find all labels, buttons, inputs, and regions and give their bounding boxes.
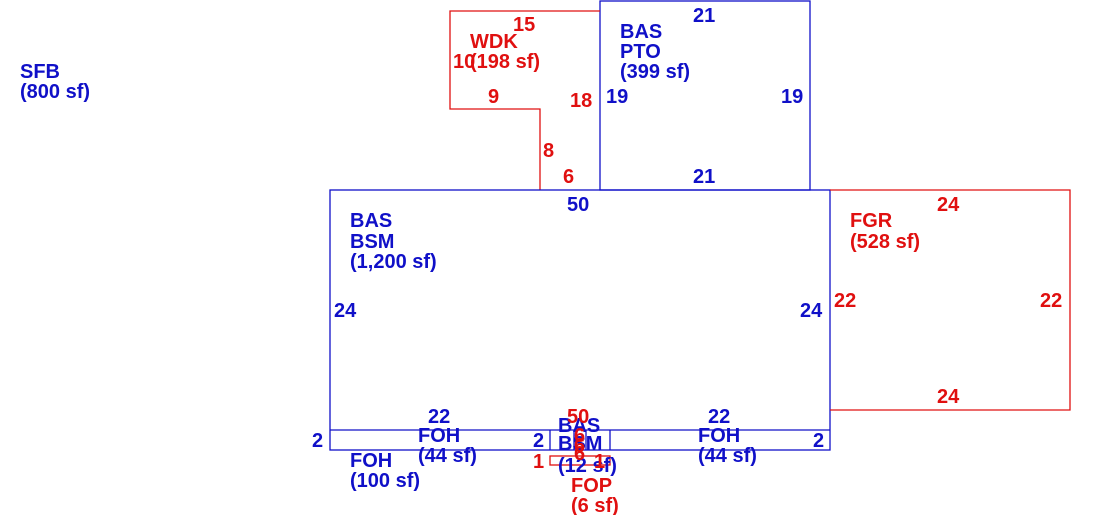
dim-strip-right: 2 [813, 430, 824, 452]
dim-pto-bottom: 21 [693, 166, 715, 188]
dim-fgr-right: 22 [1040, 290, 1062, 312]
dim-fgr-left: 22 [834, 290, 856, 312]
wdk-code: WDK [470, 31, 518, 53]
foh-left-code: FOH [418, 425, 460, 447]
bsm-code1: BAS [350, 210, 392, 232]
bas-small-area: (12 sf) [558, 455, 617, 477]
dim-small-b: 6 [574, 435, 585, 457]
bsm-code2: BSM [350, 231, 394, 253]
bas-small-code2: BSM [558, 433, 602, 455]
dim-fop-left: 1 [533, 451, 544, 473]
dim-wdk-right: 18 [570, 90, 592, 112]
pto-area: (399 sf) [620, 61, 690, 83]
summary-area: (800 sf) [20, 81, 90, 103]
fop-code: FOP [571, 475, 612, 497]
dim-small-a: 6 [574, 425, 585, 447]
bsm-area: (1,200 sf) [350, 251, 437, 273]
dim-wdk-inner: 9 [488, 86, 499, 108]
fop-outline [549, 455, 611, 466]
pto-code1: BAS [620, 21, 662, 43]
dim-wdk-bottom: 6 [563, 166, 574, 188]
foh-right-code: FOH [698, 425, 740, 447]
dim-bsm-left: 24 [334, 300, 357, 322]
dim-wdk-top: 15 [513, 14, 535, 36]
dim-small-c: 6 [574, 443, 585, 465]
dim-pto-left: 19 [606, 86, 628, 108]
pto-code2: PTO [620, 41, 661, 63]
dim-wdk-left: 10 [453, 51, 475, 73]
dim-pto-right: 19 [781, 86, 803, 108]
dim-foh-right-top: 22 [708, 406, 730, 428]
dim-fgr-bottom: 24 [937, 386, 960, 408]
fop-area: (6 sf) [571, 495, 619, 515]
bas-small-code1: BAS [558, 415, 600, 437]
dim-strip-mid: 2 [533, 430, 544, 452]
dim-foh-left-top: 22 [428, 406, 450, 428]
foh-right-area: (44 sf) [698, 445, 757, 467]
dim-small-top: 50 [567, 406, 589, 428]
summary-code: SFB [20, 61, 60, 83]
wdk-outline [449, 10, 600, 190]
dim-pto-top: 21 [693, 5, 715, 27]
fgr-code: FGR [850, 210, 893, 232]
foh-main-area: (100 sf) [350, 470, 420, 492]
fgr-area: (528 sf) [850, 231, 920, 253]
dim-wdk-step: 8 [543, 140, 554, 162]
foh-left-area: (44 sf) [418, 445, 477, 467]
dim-fop-right: 1 [594, 451, 605, 473]
foh-main-code: FOH [350, 450, 392, 472]
dim-bsm-right: 24 [800, 300, 823, 322]
bsm-outline [329, 189, 831, 451]
dim-bsm-top: 50 [567, 194, 589, 216]
dim-strip-left: 2 [312, 430, 323, 452]
fgr-outline [830, 189, 1071, 411]
dim-fgr-top: 24 [937, 194, 960, 216]
wdk-area: (198 sf) [470, 51, 540, 73]
